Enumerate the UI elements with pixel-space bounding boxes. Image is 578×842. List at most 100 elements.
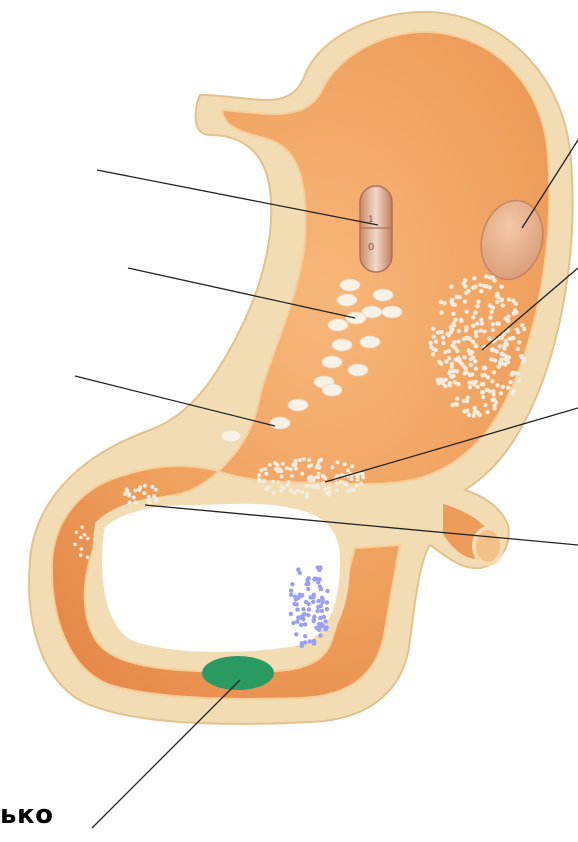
granule-dot xyxy=(495,294,499,298)
granule-dot xyxy=(480,382,484,386)
granule-dot xyxy=(316,599,320,603)
granule-dot xyxy=(474,330,478,334)
granule-dot xyxy=(510,336,514,340)
granule-dot xyxy=(268,463,272,467)
granule-dot xyxy=(292,491,296,495)
granule-dot xyxy=(295,607,299,611)
granule-dot xyxy=(454,295,458,299)
granule-dot xyxy=(507,298,511,302)
granule-dot xyxy=(289,489,293,493)
granule-dot xyxy=(152,494,156,498)
granule-dot xyxy=(285,466,289,470)
granule-dot xyxy=(441,335,445,339)
granule-dot xyxy=(274,467,278,471)
granule-dot xyxy=(519,354,523,358)
granule-dot xyxy=(312,641,316,645)
granule-dot xyxy=(291,463,295,467)
granule-dot xyxy=(451,312,455,316)
granule-dot xyxy=(264,472,268,476)
granule-dot xyxy=(306,613,310,617)
granule-dot xyxy=(437,360,441,364)
granule-dot xyxy=(471,286,475,290)
granule-dot xyxy=(346,468,350,472)
granule-dot xyxy=(325,589,329,593)
granule-dot xyxy=(508,380,512,384)
granule-dot xyxy=(292,602,296,606)
granule-dot xyxy=(290,582,294,586)
granule-dot xyxy=(321,624,325,628)
granule-dot xyxy=(479,289,483,293)
granule-dot xyxy=(447,349,451,353)
granule-dot xyxy=(147,497,151,501)
granule-dot xyxy=(429,345,433,349)
granule-dot xyxy=(487,336,491,340)
granule-dot xyxy=(491,389,495,393)
granule-dot xyxy=(517,340,521,344)
granule-dot xyxy=(495,383,499,387)
granule-dot xyxy=(499,391,503,395)
granule-dot xyxy=(312,619,316,623)
granule-dot xyxy=(472,276,476,280)
granule-dot xyxy=(154,488,158,492)
granule-dot xyxy=(477,413,481,417)
pellet xyxy=(340,279,360,291)
granule-dot xyxy=(478,328,482,332)
granule-dot xyxy=(491,322,495,326)
granule-dot xyxy=(491,328,495,332)
granule-dot xyxy=(318,616,322,620)
granule-dot xyxy=(316,486,320,490)
granule-dot xyxy=(83,533,87,537)
granule-dot xyxy=(307,458,311,462)
granule-dot xyxy=(263,479,267,483)
granule-dot xyxy=(439,300,443,304)
granule-dot xyxy=(471,315,475,319)
granule-dot xyxy=(265,487,269,491)
granule-dot xyxy=(467,348,471,352)
granule-dot xyxy=(355,483,359,487)
granule-dot xyxy=(444,359,448,363)
granule-dot xyxy=(316,605,320,609)
granule-dot xyxy=(133,488,137,492)
granule-dot xyxy=(311,600,315,604)
granule-dot xyxy=(289,593,293,597)
granule-dot xyxy=(488,315,492,319)
pellet xyxy=(270,417,290,429)
granule-dot xyxy=(504,339,508,343)
granule-dot xyxy=(301,607,305,611)
granule-dot xyxy=(299,623,303,627)
granule-dot xyxy=(449,325,453,329)
granule-dot xyxy=(307,607,311,611)
granule-dot xyxy=(464,291,468,295)
granule-dot xyxy=(462,365,466,369)
granule-dot xyxy=(75,531,79,535)
granule-dot xyxy=(73,543,77,547)
granule-dot xyxy=(323,487,327,491)
granule-dot xyxy=(307,464,311,468)
granule-dot xyxy=(514,310,518,314)
granule-dot xyxy=(325,607,329,611)
granule-dot xyxy=(356,475,360,479)
granule-dot xyxy=(448,383,452,387)
svg-text:0: 0 xyxy=(368,242,374,253)
granule-dot xyxy=(316,580,320,584)
granule-dot xyxy=(128,500,132,504)
granule-dot xyxy=(310,484,314,488)
granule-dot xyxy=(437,381,441,385)
granule-dot xyxy=(361,475,365,479)
granule-dot xyxy=(482,366,486,370)
granule-dot xyxy=(465,399,469,403)
granule-dot xyxy=(79,547,83,551)
granule-dot xyxy=(474,366,478,370)
granule-dot xyxy=(359,481,363,485)
granule-dot xyxy=(500,298,504,302)
granule-dot xyxy=(453,318,457,322)
pellet xyxy=(328,319,348,331)
granule-dot xyxy=(495,300,499,304)
granule-dot xyxy=(350,464,354,468)
granule-dot xyxy=(456,382,460,386)
granule-dot xyxy=(325,600,329,604)
granule-dot xyxy=(289,612,293,616)
granule-dot xyxy=(474,334,478,338)
granule-dot xyxy=(431,326,435,330)
granule-dot xyxy=(276,480,280,484)
